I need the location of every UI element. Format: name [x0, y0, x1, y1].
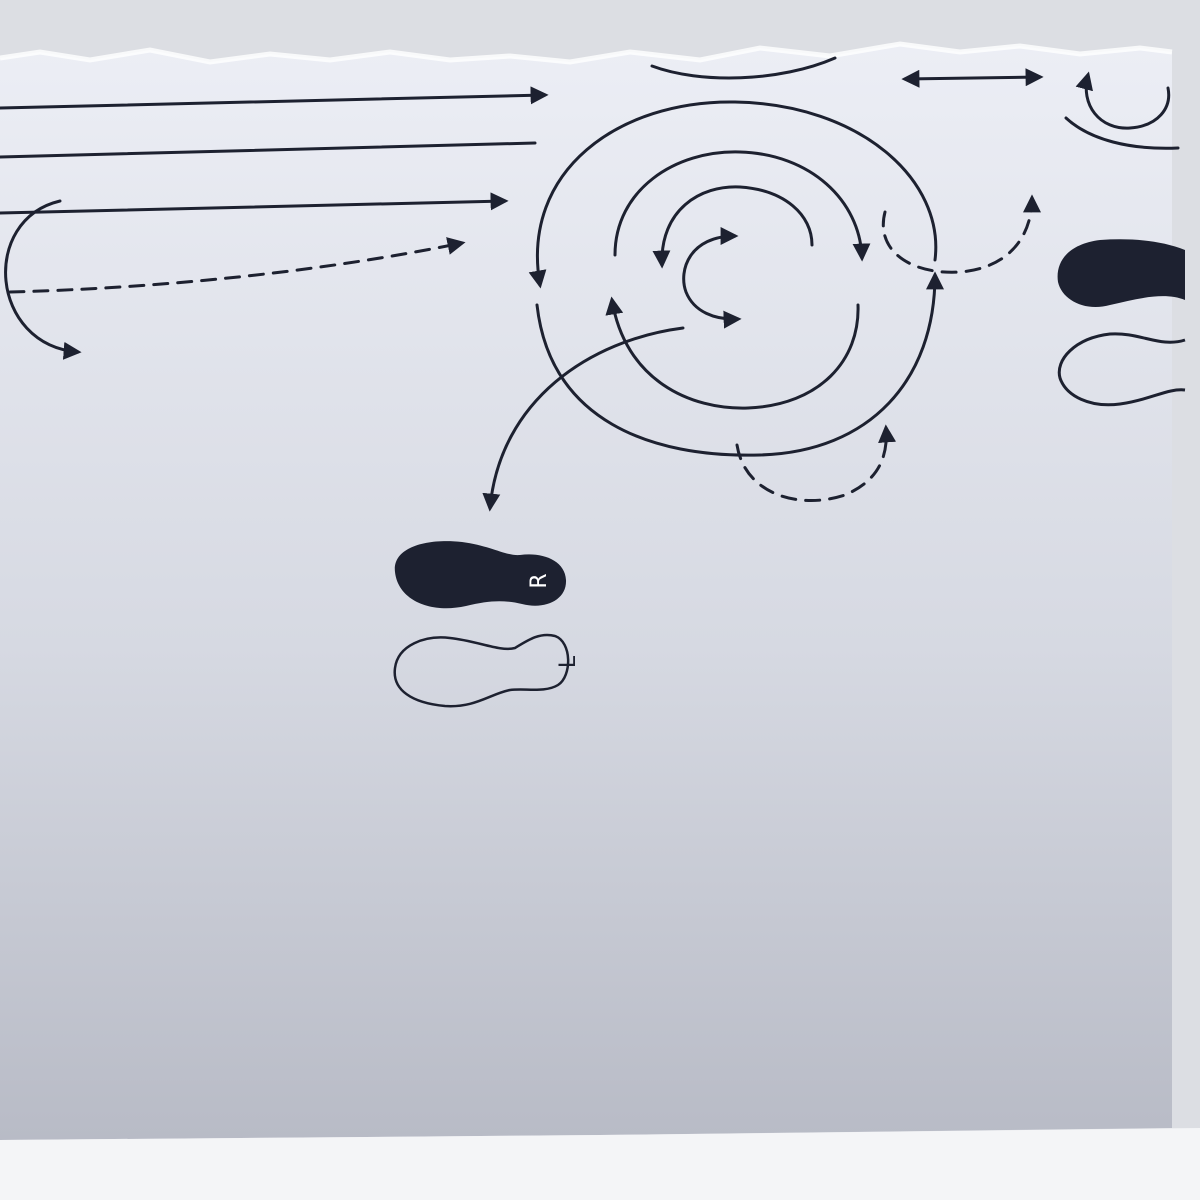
straight-line-2	[0, 141, 537, 159]
double-headed-arrow	[901, 68, 1044, 88]
outer-arc-top	[528, 100, 938, 289]
straight-arrows-group	[0, 86, 549, 360]
paper-torn-edge	[0, 41, 1173, 65]
footprint-left-label: L	[556, 655, 581, 668]
exit-arrow	[482, 326, 685, 512]
paper-sheet	[0, 44, 1172, 1140]
small-lower-arc	[1064, 116, 1180, 150]
partial-footprint-filled	[1057, 239, 1185, 308]
partial-footprint-outline	[1057, 332, 1186, 407]
top-arc	[650, 56, 837, 80]
straight-arrow-1	[0, 86, 549, 110]
dashed-arrow-right	[881, 194, 1041, 274]
footprint-right-label: R	[527, 573, 552, 588]
footprint-left-shape	[393, 633, 570, 708]
dashed-arrow-left	[8, 237, 466, 294]
table-edge	[0, 1128, 1200, 1200]
footprint-left: L	[393, 633, 581, 708]
curved-arrow-left	[4, 199, 82, 360]
dashed-arrow-bottom	[735, 424, 897, 503]
footprint-right-shape	[394, 541, 567, 609]
right-edge-group	[901, 68, 1186, 407]
inner-arc	[652, 185, 814, 269]
outer-arc-bottom	[535, 271, 944, 457]
footprint-right: R	[394, 541, 567, 609]
rotation-arrows-group	[482, 56, 1041, 512]
center-spin-arrow	[682, 227, 742, 329]
middle-arc-bottom	[605, 296, 860, 410]
middle-arc-top	[613, 150, 871, 262]
small-turn-arrow	[1075, 71, 1171, 130]
straight-arrow-3	[0, 192, 509, 215]
